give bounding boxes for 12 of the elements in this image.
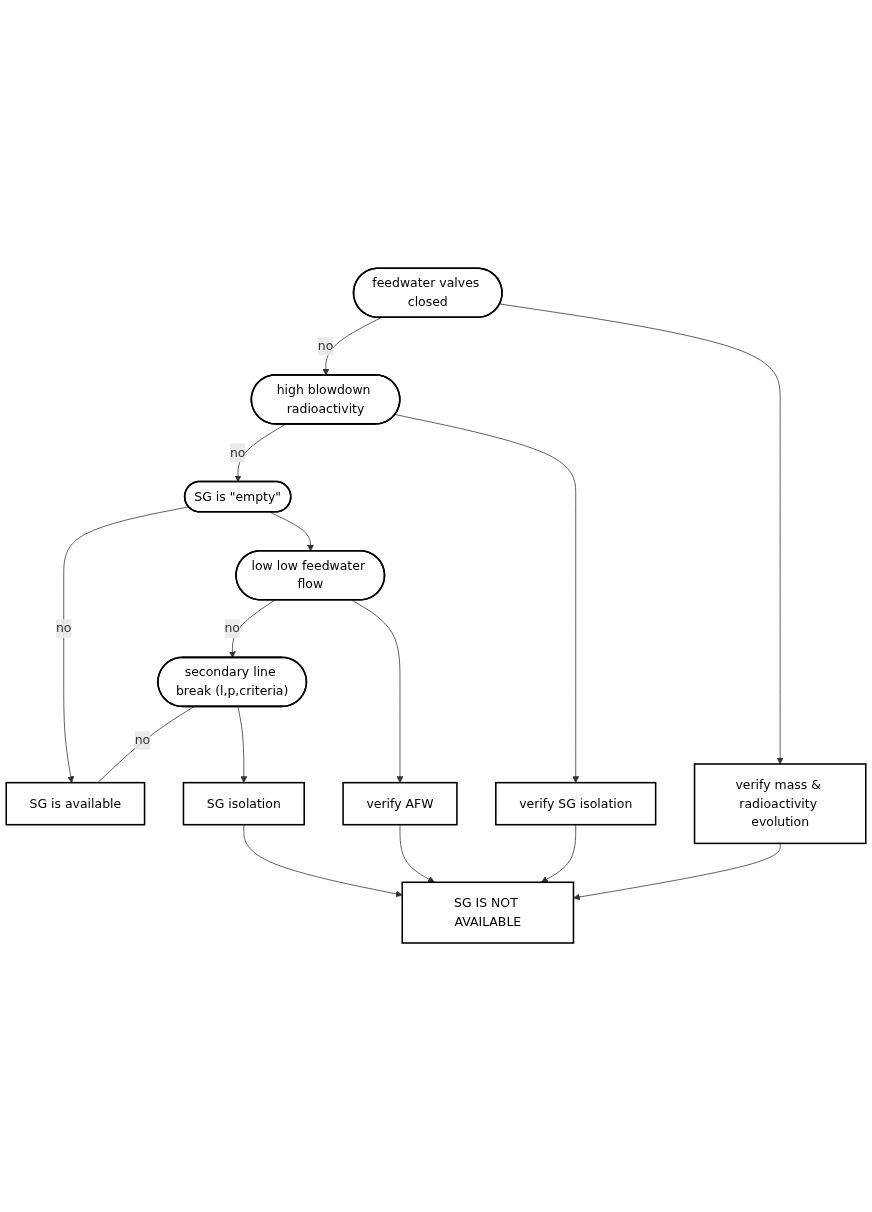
edge-label: no: [55, 621, 72, 636]
edge-label: no: [317, 338, 334, 354]
node-box: verify mass & radioactivity evolution: [693, 763, 867, 845]
node-box: verify AFW: [342, 782, 458, 826]
edge-label: no: [229, 445, 246, 461]
connector: [97, 706, 195, 784]
node-box: SG is available: [5, 782, 146, 826]
node-box: SG IS NOT AVAILABLE: [401, 881, 575, 945]
node-box: SG isolation: [182, 782, 305, 826]
edge-label: no: [134, 733, 151, 748]
edge-label: no: [224, 621, 240, 636]
node-box: verify SG isolation: [495, 782, 657, 826]
